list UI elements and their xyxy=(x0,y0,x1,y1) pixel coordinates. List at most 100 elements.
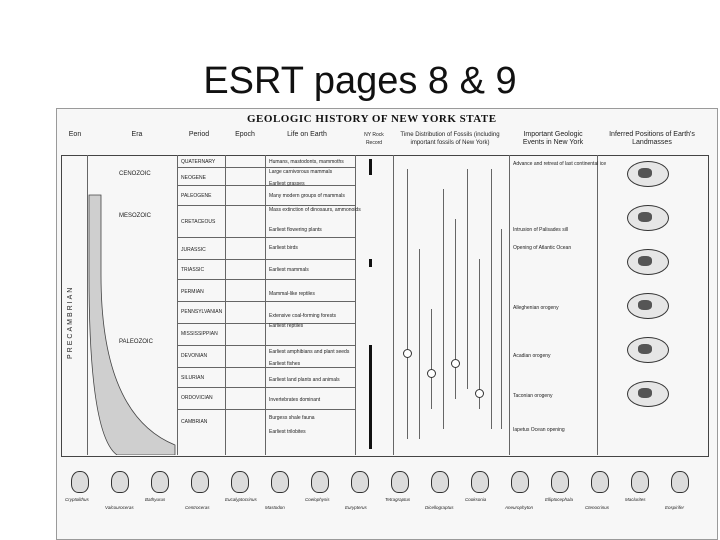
life-entry: Earliest birds xyxy=(269,245,298,251)
fossil-name: Mastodon xyxy=(265,505,285,510)
header-events: Important Geologic Events in New York xyxy=(522,131,584,146)
life-entry: Earliest grasses xyxy=(269,181,305,187)
life-entry: Large carnivorous mammals xyxy=(269,169,333,175)
event-entry: Alleghenian orogeny xyxy=(513,305,559,311)
fossil-range-line xyxy=(501,229,502,429)
table-frame xyxy=(61,155,709,457)
slide-title: ESRT pages 8 & 9 xyxy=(203,60,517,102)
header-ny-rock: NY Rock Record xyxy=(364,132,384,146)
era-label: PALEOZOIC xyxy=(119,339,153,345)
header-landmasses: Inferred Positions of Earth's Landmasses xyxy=(609,131,695,146)
fossil-image xyxy=(71,471,89,493)
fossil-name: Eospirifer xyxy=(665,505,685,510)
period-label: QUATERNARY xyxy=(181,159,216,165)
fossil-image xyxy=(471,471,489,493)
event-entry: Advance and retreat of last continental … xyxy=(513,161,607,167)
life-entry: Invertebrates dominant xyxy=(269,397,321,403)
fossil-image xyxy=(431,471,449,493)
fossil-range-line xyxy=(479,259,480,409)
fossil-image xyxy=(671,471,689,493)
period-label: JURASSIC xyxy=(181,247,206,253)
period-row-line xyxy=(177,167,355,168)
period-row-line xyxy=(177,279,355,280)
fossil-range-line xyxy=(407,169,408,439)
header-epoch: Epoch xyxy=(235,131,255,138)
fossil-range-line xyxy=(431,309,432,409)
life-entry: Earliest land plants and animals xyxy=(269,377,340,383)
era-label: MESOZOIC xyxy=(119,213,152,219)
fossil-marker xyxy=(475,389,484,398)
period-row-line xyxy=(177,259,355,260)
period-row-line xyxy=(177,185,355,186)
fossil-image xyxy=(351,471,369,493)
fossil-name: Cooksonia xyxy=(465,497,487,502)
period-row-line xyxy=(177,387,355,388)
table-divider xyxy=(87,155,88,455)
period-label: PALEOGENE xyxy=(181,193,212,199)
period-row-line xyxy=(177,345,355,346)
rock-record-bar xyxy=(369,345,372,449)
time-scale-curve xyxy=(88,194,176,455)
period-row-line xyxy=(177,205,355,206)
life-entry: Burgess shale fauna xyxy=(269,415,315,421)
period-label: ORDOVICIAN xyxy=(181,395,213,401)
fossil-name: Dicellograptus xyxy=(425,505,454,510)
fossil-strip: Cryptolithus Valcouroceras Bathyurus Cen… xyxy=(61,461,707,535)
fossil-image xyxy=(551,471,569,493)
eon-label: PRECAMBRIAN xyxy=(67,285,74,359)
fossil-image xyxy=(311,471,329,493)
period-label: MISSISSIPPIAN xyxy=(181,331,218,337)
table-divider xyxy=(177,155,178,455)
fossil-name: Centroceras xyxy=(185,505,210,510)
fossil-name: Coelophysis xyxy=(305,497,330,502)
fossil-image xyxy=(191,471,209,493)
fossil-name: Cryptolithus xyxy=(65,497,89,502)
fossil-name: Maclurites xyxy=(625,497,646,502)
life-entry: Earliest reptiles xyxy=(269,323,304,329)
landmass-globe-icon xyxy=(627,249,669,275)
period-label: TRIASSIC xyxy=(181,267,205,273)
event-entry: Iapetus Ocean opening xyxy=(513,427,565,433)
fossil-image xyxy=(111,471,129,493)
fossil-name: Tetragraptus xyxy=(385,497,411,502)
table-divider xyxy=(265,155,266,455)
fossil-marker xyxy=(451,359,460,368)
fossil-image xyxy=(511,471,529,493)
period-row-line xyxy=(177,323,355,324)
event-entry: Intrusion of Palisades sill xyxy=(513,227,569,233)
life-entry: Earliest flowering plants xyxy=(269,227,322,233)
landmass-globe-icon xyxy=(627,381,669,407)
life-entry: Extensive coal-forming forests xyxy=(269,313,336,319)
rock-record-bar xyxy=(369,259,372,267)
table-divider xyxy=(225,155,226,455)
event-entry: Taconian orogeny xyxy=(513,393,553,399)
period-label: PENNSYLVANIAN xyxy=(181,309,223,315)
fossil-name: Bathyurus xyxy=(145,497,166,502)
fossil-name: Eurypterus xyxy=(345,505,367,510)
table-divider xyxy=(509,155,510,455)
landmass-globe-icon xyxy=(627,205,669,231)
chart-title: GEOLOGIC HISTORY OF NEW YORK STATE xyxy=(247,113,497,125)
fossil-name: Ctenocrinus xyxy=(585,505,610,510)
table-divider xyxy=(393,155,394,455)
event-entry: Acadian orogeny xyxy=(513,353,551,359)
fossil-range-line xyxy=(467,169,468,389)
fossil-image xyxy=(631,471,649,493)
header-era: Era xyxy=(131,131,143,138)
period-label: NEOGENE xyxy=(181,175,207,181)
life-entry: Earliest amphibians and plant seeds xyxy=(269,349,350,355)
fossil-image xyxy=(151,471,169,493)
fossil-range-line xyxy=(419,249,420,439)
fossil-range-line xyxy=(443,189,444,429)
fossil-name: Valcouroceras xyxy=(105,505,134,510)
fossil-name: Aneurophyton xyxy=(505,505,534,510)
period-row-line xyxy=(177,367,355,368)
fossil-image xyxy=(391,471,409,493)
fossil-marker xyxy=(403,349,412,358)
period-row-line xyxy=(177,409,355,410)
life-entry: Humans, mastodonts, mammoths xyxy=(269,159,344,165)
fossil-image xyxy=(231,471,249,493)
period-row-line xyxy=(177,237,355,238)
life-entry: Mammal-like reptiles xyxy=(269,291,315,297)
header-period: Period xyxy=(188,131,210,138)
